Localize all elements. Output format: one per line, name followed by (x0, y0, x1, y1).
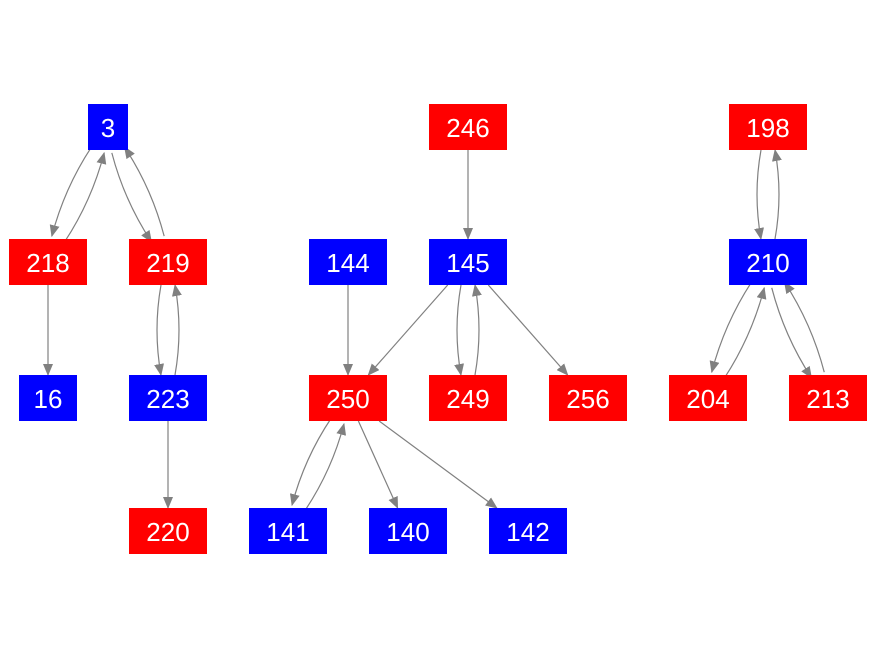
edge-223-to-219 (172, 284, 182, 376)
node-204-box (669, 375, 747, 421)
edges-layer (43, 146, 825, 512)
edge-218-to-3 (64, 151, 107, 243)
node-218-label: 218 (26, 248, 69, 278)
node-144-label: 144 (326, 248, 369, 278)
node-218-box (9, 239, 87, 285)
node-210: 210 (729, 239, 807, 285)
edge-250-to-141 (289, 417, 332, 507)
node-219: 219 (129, 239, 207, 285)
node-213-box (789, 375, 867, 421)
node-210-label: 210 (746, 248, 789, 278)
edge-250-to-140 (357, 420, 399, 509)
node-142-label: 142 (506, 517, 549, 547)
node-220: 220 (129, 508, 207, 554)
edge-250-to-142 (378, 420, 498, 509)
node-204-label: 204 (686, 384, 729, 414)
node-3: 3 (88, 104, 128, 150)
edge-249-to-145 (472, 284, 482, 376)
node-144-box (309, 239, 387, 285)
node-140-box (369, 508, 447, 554)
node-246: 246 (429, 104, 507, 150)
node-210-box (729, 239, 807, 285)
node-250: 250 (309, 375, 387, 421)
node-246-box (429, 104, 507, 150)
edge-145-to-256 (487, 284, 569, 376)
node-256: 256 (549, 375, 627, 421)
node-250-label: 250 (326, 384, 369, 414)
node-198-label: 198 (746, 113, 789, 143)
edge-213-to-210 (784, 281, 825, 373)
node-144: 144 (309, 239, 387, 285)
nodes-layer: 3 218 219 16 223 220 246 144 145 250 249 256 141 140 1… (9, 104, 867, 554)
node-140-label: 140 (386, 517, 429, 547)
node-256-box (549, 375, 627, 421)
node-223-label: 223 (146, 384, 189, 414)
edge-210-to-204 (709, 281, 752, 374)
edge-3-to-218 (49, 146, 92, 238)
node-256-label: 256 (566, 384, 609, 414)
edge-141-to-250 (304, 422, 347, 512)
node-142: 142 (489, 508, 567, 554)
node-16-label: 16 (34, 384, 63, 414)
edge-145-to-250 (367, 284, 449, 376)
node-223: 223 (129, 375, 207, 421)
node-145-label: 145 (446, 248, 489, 278)
node-16-box (19, 375, 77, 421)
node-3-label: 3 (101, 113, 115, 143)
node-141: 141 (249, 508, 327, 554)
node-141-label: 141 (266, 517, 309, 547)
node-249-label: 249 (446, 384, 489, 414)
edge-210-to-198 (772, 149, 782, 240)
edge-219-to-223 (154, 284, 164, 376)
edge-145-to-249 (454, 284, 464, 376)
node-3-box (88, 104, 128, 150)
node-219-box (129, 239, 207, 285)
edge-204-to-210 (724, 286, 767, 379)
node-142-box (489, 508, 567, 554)
node-246-label: 246 (446, 113, 489, 143)
node-145: 145 (429, 239, 507, 285)
node-213: 213 (789, 375, 867, 421)
node-213-label: 213 (806, 384, 849, 414)
node-220-label: 220 (146, 517, 189, 547)
node-141-box (249, 508, 327, 554)
node-249-box (429, 375, 507, 421)
edge-3-to-219 (111, 152, 152, 243)
node-198: 198 (729, 104, 807, 150)
node-140: 140 (369, 508, 447, 554)
node-145-box (429, 239, 507, 285)
node-219-label: 219 (146, 248, 189, 278)
node-218: 218 (9, 239, 87, 285)
edge-198-to-210 (754, 149, 764, 240)
edge-210-to-213 (771, 287, 812, 379)
node-16: 16 (19, 375, 77, 421)
node-249: 249 (429, 375, 507, 421)
node-250-box (309, 375, 387, 421)
node-204: 204 (669, 375, 747, 421)
node-220-box (129, 508, 207, 554)
node-198-box (729, 104, 807, 150)
edge-219-to-3 (124, 146, 165, 237)
node-223-box (129, 375, 207, 421)
